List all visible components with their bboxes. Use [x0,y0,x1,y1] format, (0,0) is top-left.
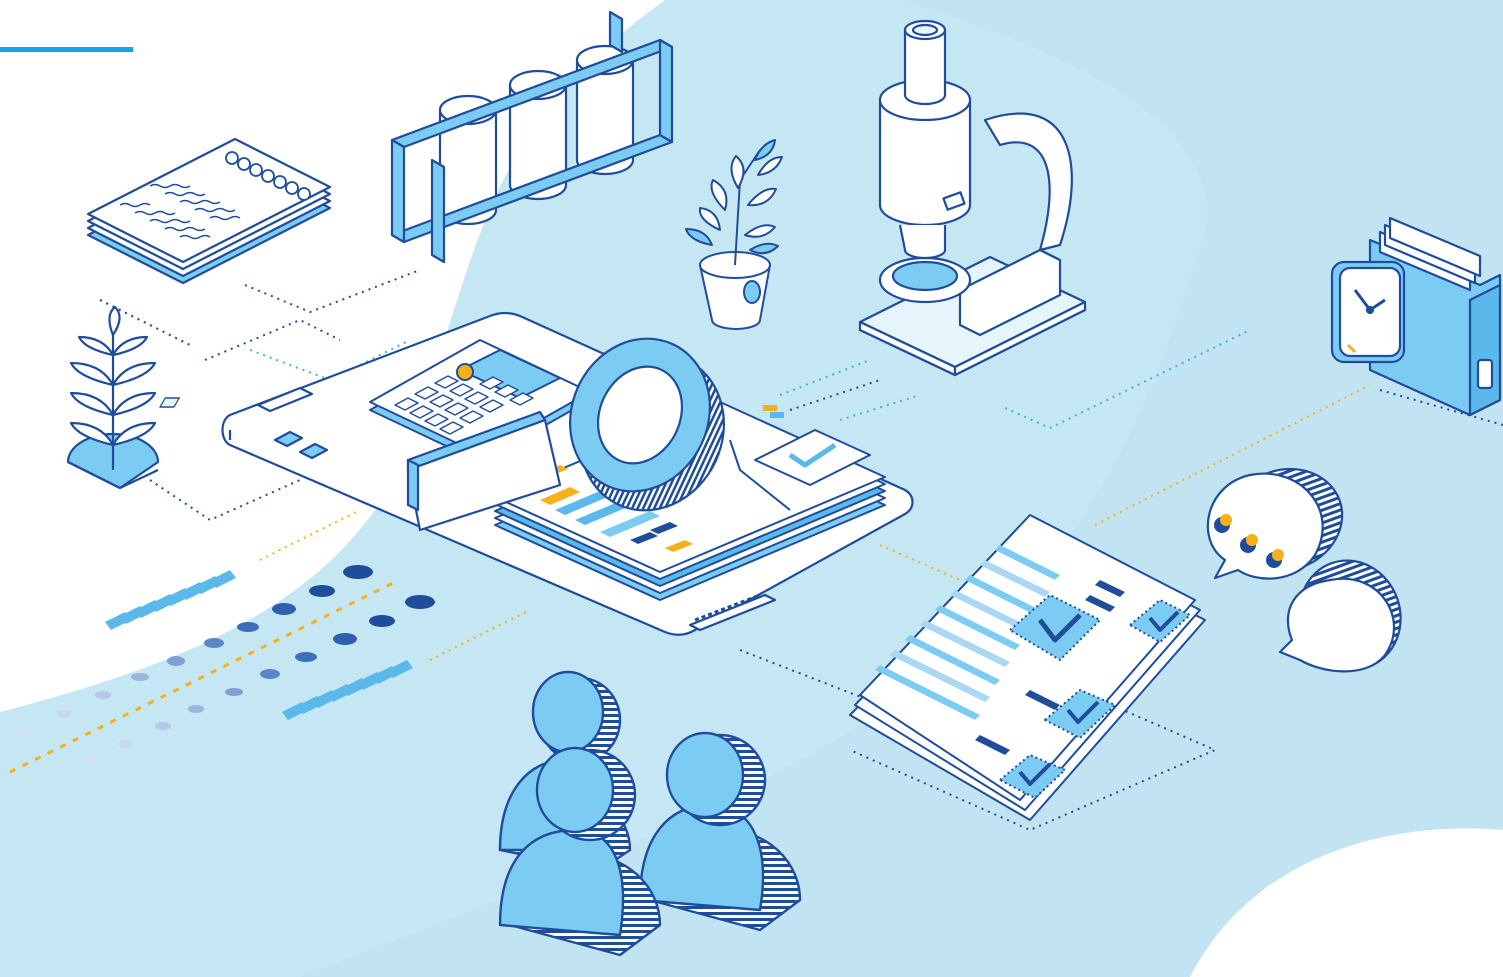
chat-bubbles-icon [1206,467,1402,673]
particle-trail [9,565,435,774]
connector-lines [149,269,1503,832]
chevron-stream-upper [105,570,236,630]
people-icon [498,670,802,957]
check-card-icon [754,405,871,486]
microscope-icon [858,19,1087,377]
plant-sprout-icon [66,305,160,490]
magnifying-glass-icon [406,337,725,532]
test-tube-rack-icon [390,10,674,264]
potted-plant-icon [685,139,783,330]
chevron-stream-lower [282,660,413,720]
calculator-icon [159,339,591,463]
background-wave-shade [300,0,1503,977]
checklist-document-icon [849,514,1206,821]
foreground-wave [1190,828,1503,977]
notebook-icon [86,137,332,346]
accent-bar [0,47,133,52]
clock-icon [1330,260,1406,364]
